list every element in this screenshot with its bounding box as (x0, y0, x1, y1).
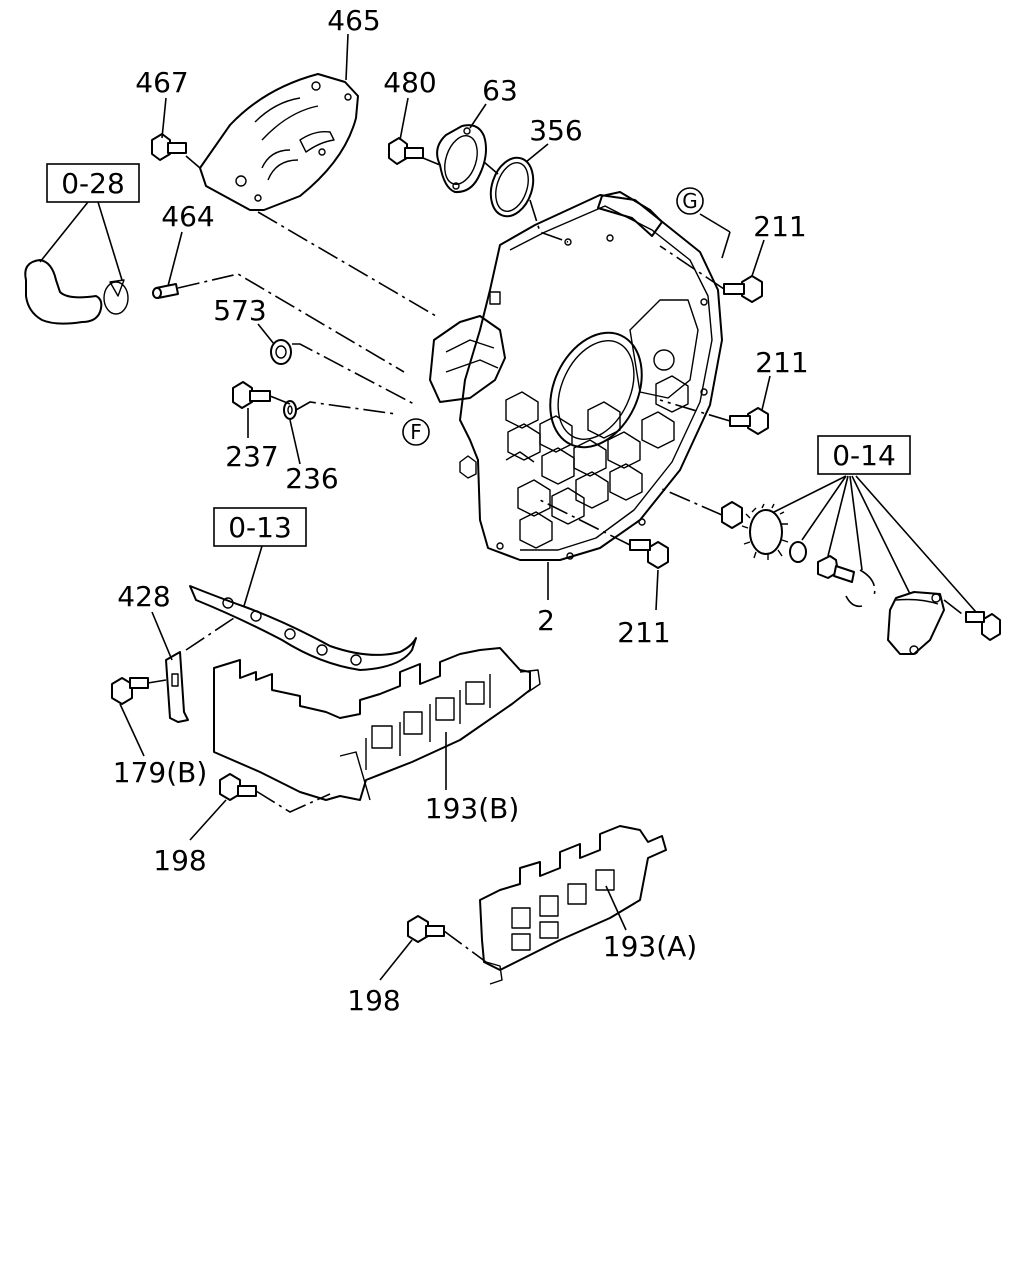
housing-honeycomb-webs (505, 375, 689, 549)
part-0-14-gear-assembly (721, 501, 1001, 655)
label-211-upper[interactable]: 211 (753, 210, 806, 243)
ref-box-0-13-label: 0-13 (228, 511, 292, 544)
label-236[interactable]: 236 (285, 462, 338, 495)
part-198-bolt-upper (219, 773, 257, 801)
label-573[interactable]: 573 (213, 294, 266, 327)
part-428-bracket (165, 651, 189, 723)
part-2-flywheel-housing (429, 191, 723, 561)
part-hose-0-28 (24, 259, 129, 325)
label-464[interactable]: 464 (161, 200, 214, 233)
ref-box-0-28-label: 0-28 (61, 167, 125, 200)
leader-lines (39, 33, 977, 981)
part-464-pin (152, 283, 179, 299)
label-63[interactable]: 63 (482, 74, 518, 107)
label-2[interactable]: 2 (537, 604, 555, 637)
part-198-bolt-lower (407, 915, 445, 943)
part-193a-cover (479, 825, 667, 985)
part-465-cover-plate (199, 73, 359, 211)
ref-box-0-14[interactable]: 0-14 (817, 435, 911, 475)
label-465[interactable]: 465 (327, 4, 380, 37)
label-198-upper[interactable]: 198 (153, 844, 206, 877)
label-428[interactable]: 428 (117, 580, 170, 613)
part-467-bolt (151, 133, 187, 161)
ref-box-0-14-label: 0-14 (832, 439, 896, 472)
label-198-lower[interactable]: 198 (347, 984, 400, 1017)
label-211-lower[interactable]: 211 (617, 616, 670, 649)
label-356[interactable]: 356 (529, 114, 582, 147)
part-356-o-ring (489, 156, 535, 218)
circle-ref-f-label: F (410, 420, 422, 444)
part-number-labels: 465 467 480 63 356 464 211 573 211 237 2… (113, 4, 809, 1017)
part-211-bolt-middle (729, 407, 769, 435)
part-211-bolt-lower (629, 539, 669, 569)
ref-box-0-28[interactable]: 0-28 (46, 163, 140, 203)
circle-ref-g[interactable]: G (676, 187, 704, 215)
assembly-centerlines (147, 155, 967, 963)
part-63-flange (436, 124, 487, 194)
label-480[interactable]: 480 (383, 66, 436, 99)
part-237-bolt (232, 381, 271, 409)
ref-box-0-13[interactable]: 0-13 (213, 507, 307, 547)
part-211-bolt-upper (723, 275, 763, 303)
part-573-seal (270, 339, 292, 365)
part-179b-bolt (111, 677, 149, 705)
label-467[interactable]: 467 (135, 66, 188, 99)
label-211-middle[interactable]: 211 (755, 346, 808, 379)
gear (741, 503, 789, 560)
part-0-13-gasket (189, 585, 417, 671)
label-193b[interactable]: 193(B) (425, 792, 520, 825)
label-179b[interactable]: 179(B) (113, 756, 208, 789)
label-193a[interactable]: 193(A) (603, 930, 697, 963)
label-237[interactable]: 237 (225, 440, 278, 473)
part-193b-cover (213, 647, 541, 801)
circle-ref-g-label: G (682, 189, 698, 213)
circle-ref-f[interactable]: F (402, 418, 430, 446)
part-480-bolt (388, 137, 424, 165)
